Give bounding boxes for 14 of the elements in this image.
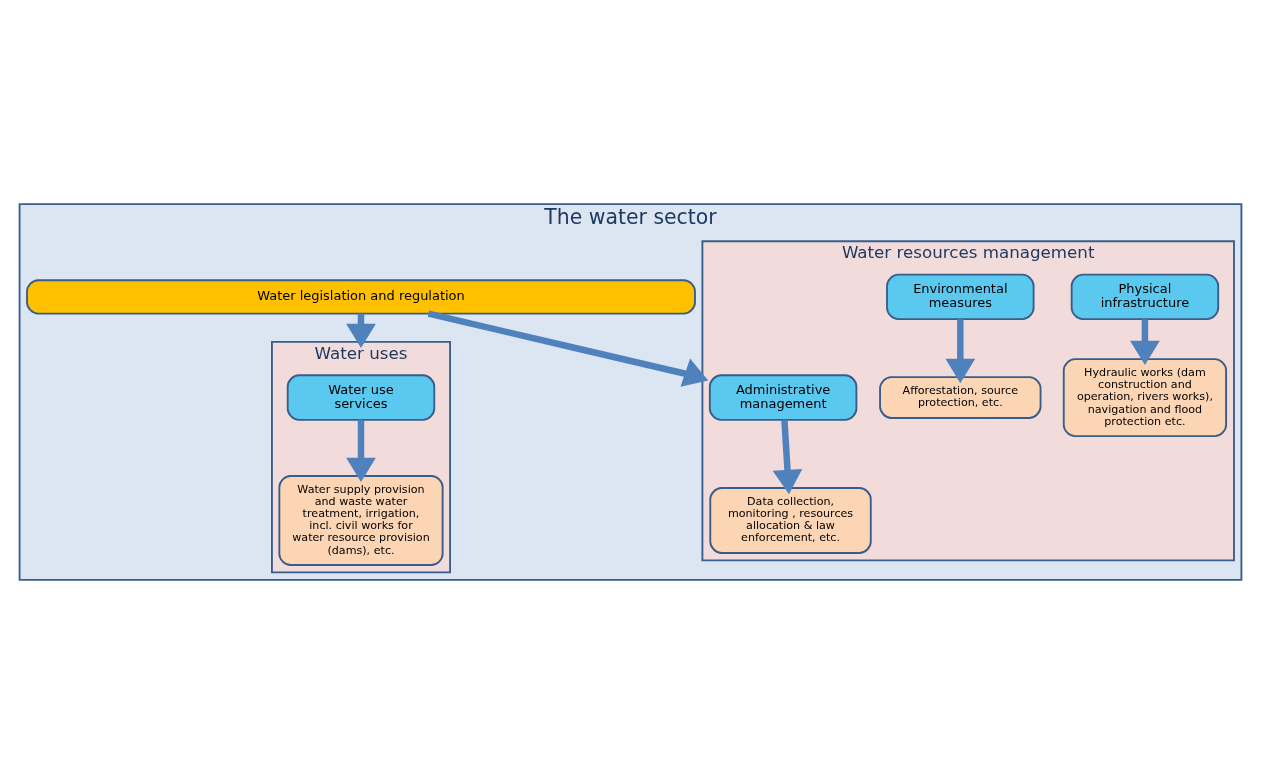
node-box: Water legislation and regulation <box>26 278 696 315</box>
node-box: Water use services <box>286 373 436 421</box>
node-box: Hydraulic works (dam construction and operation, rivers works), navigation and flood protection etc. <box>1062 357 1228 437</box>
node-box: Physical infrastructure <box>1070 273 1220 320</box>
node-box: Afforestation, source protection, etc. <box>879 375 1042 419</box>
arrow <box>772 419 803 494</box>
node-box: Water supply provision and waste water treatment, irrigation, incl. civil works for water resource provision (dams), etc. <box>278 474 444 566</box>
arrow <box>427 310 709 387</box>
node-box: Data collection, monitoring , resources allocation & law enforcement, etc. <box>709 486 872 554</box>
arrow <box>945 318 976 383</box>
arrow <box>346 419 376 482</box>
arrow <box>1130 318 1160 365</box>
node-box: Administrative management <box>708 373 858 421</box>
node-box: Environmental measures <box>886 273 1035 320</box>
